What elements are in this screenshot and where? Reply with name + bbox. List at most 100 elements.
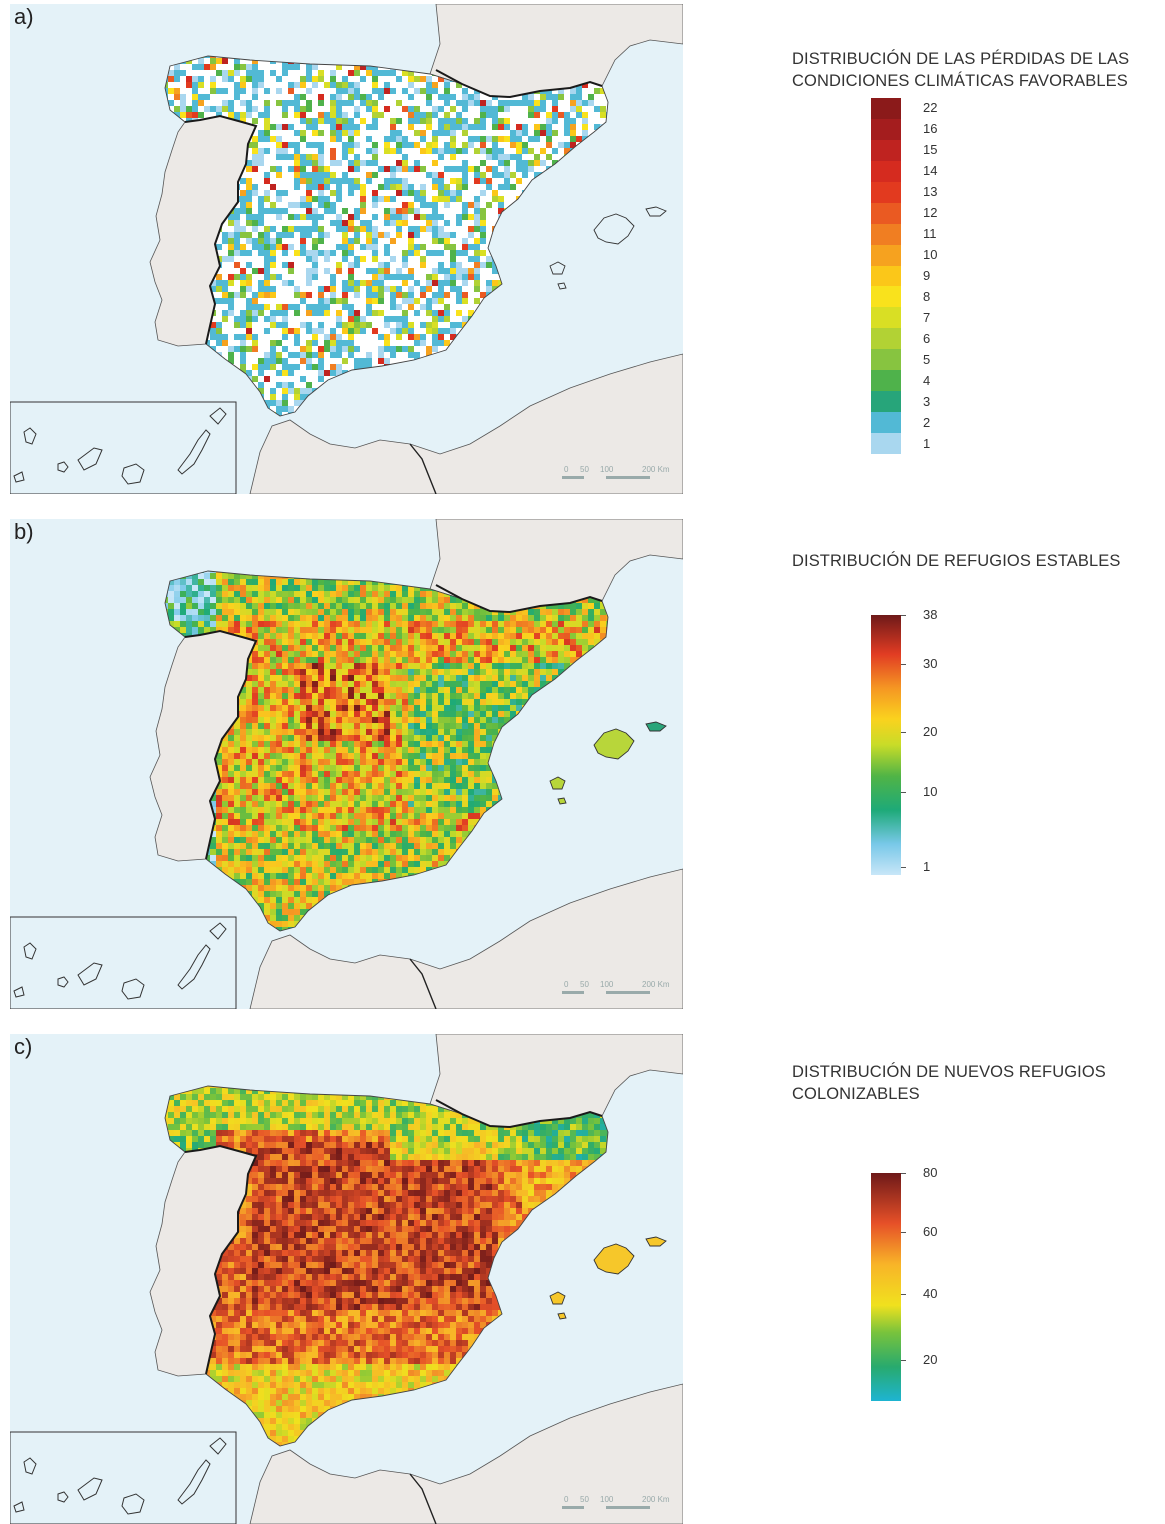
canary-island <box>23 427 37 445</box>
legend-tick-mark <box>901 791 906 793</box>
africa-land <box>249 868 683 1009</box>
legend-tick-mark <box>901 615 906 616</box>
legend-value-label: 16 <box>923 121 938 137</box>
portugal-border <box>184 1144 258 1375</box>
legend-value-label: 13 <box>923 184 938 200</box>
legend-value-label: 1 <box>923 435 931 451</box>
legend-swatch <box>871 433 901 455</box>
legend-tick-label: 30 <box>923 656 938 672</box>
legend-tick-mark <box>901 1359 906 1361</box>
portugal-border <box>184 629 258 860</box>
legend-gradient <box>871 1173 901 1401</box>
legend-swatch <box>871 139 901 162</box>
legend-swatch <box>871 391 901 413</box>
legend-swatch <box>871 202 901 225</box>
legend-value-label: 12 <box>923 205 938 221</box>
france-border <box>435 584 603 614</box>
canary-inset <box>10 1431 237 1524</box>
legend-value-label: 14 <box>923 163 938 179</box>
canary-inset <box>10 401 237 494</box>
legend-swatch <box>871 118 901 141</box>
legend-tick-label: 20 <box>923 1351 938 1367</box>
scale-label: 200 Km <box>642 1495 670 1504</box>
balearic-island <box>557 282 567 290</box>
legend-value-label: 5 <box>923 351 931 367</box>
balearic-island <box>645 721 667 732</box>
legend-title-c: DISTRIBUCIÓN DE NUEVOS REFUGIOS COLONIZA… <box>792 1061 1152 1105</box>
balearic-island <box>549 776 566 790</box>
canary-island <box>77 447 103 471</box>
legend-gradient <box>871 615 901 875</box>
legend-swatch <box>871 98 901 120</box>
legend-swatch <box>871 181 901 204</box>
legend-tick-label: 40 <box>923 1285 938 1301</box>
panel-letter-a: a) <box>14 4 34 29</box>
legend-value-label: 2 <box>923 414 931 430</box>
balearic-island <box>593 213 635 245</box>
panel-letter-c: c) <box>14 1034 33 1059</box>
legend-tick-mark <box>901 1173 906 1174</box>
legend-tick-mark <box>901 867 906 869</box>
france-border <box>435 1099 603 1129</box>
balearic-island <box>645 206 667 217</box>
legend-value-label: 11 <box>923 226 937 242</box>
legend-title-c-line-2: COLONIZABLES <box>792 1085 920 1103</box>
africa-land <box>249 353 683 494</box>
legend-value-label: 15 <box>923 142 938 158</box>
canary-island <box>57 1491 69 1503</box>
legend-tick-label: 38 <box>923 607 938 622</box>
legend-tick-label: 60 <box>923 1224 938 1240</box>
scale-label: 50 <box>580 465 589 474</box>
canary-island <box>57 461 69 473</box>
legend-swatch <box>871 328 901 350</box>
balearic-island <box>557 797 567 805</box>
legend-title-a: DISTRIBUCIÓN DE LAS PÉRDIDAS DE LAS COND… <box>792 48 1152 92</box>
africa-border <box>409 443 437 494</box>
legend-swatch <box>871 286 901 308</box>
scale-label: 0 <box>564 465 569 474</box>
canary-island <box>77 962 103 986</box>
legend-value-label: 4 <box>923 372 931 388</box>
legend-value-label: 10 <box>923 247 938 263</box>
legend-title-b: DISTRIBUCIÓN DE REFUGIOS ESTABLES <box>792 550 1152 572</box>
africa-border <box>409 1473 437 1524</box>
legend-tick-mark <box>901 664 906 666</box>
canary-island <box>121 1493 145 1515</box>
legend-value-label: 6 <box>923 330 931 346</box>
legend-tick-label: 80 <box>923 1165 938 1180</box>
canary-island <box>13 1501 25 1513</box>
scale-label: 200 Km <box>642 980 670 989</box>
scale-label: 50 <box>580 1495 589 1504</box>
legend-value-label: 7 <box>923 309 931 325</box>
legend-title-b-line-1: DISTRIBUCIÓN DE REFUGIOS ESTABLES <box>792 552 1121 570</box>
legend-tick-label: 1 <box>923 859 931 875</box>
legend-title-a-line-1: DISTRIBUCIÓN DE LAS PÉRDIDAS DE LAS <box>792 50 1130 68</box>
legend-swatch <box>871 412 901 434</box>
canary-island <box>209 407 227 425</box>
legend-swatch <box>871 307 901 329</box>
france-border <box>435 69 603 99</box>
canary-island <box>177 944 211 990</box>
legend-swatch <box>871 349 901 371</box>
scale-label: 100 <box>600 980 614 989</box>
balearic-island <box>645 1236 667 1247</box>
canary-island <box>209 1437 227 1455</box>
balearic-island <box>549 261 566 275</box>
legend-value-label: 8 <box>923 288 931 304</box>
scale-label: 0 <box>564 980 569 989</box>
legend-swatch <box>871 370 901 392</box>
legend-title-a-line-2: CONDICIONES CLIMÁTICAS FAVORABLES <box>792 72 1128 90</box>
legend-swatch <box>871 244 901 267</box>
canary-island <box>13 986 25 998</box>
canary-island <box>13 471 25 483</box>
legend-tick-mark <box>901 1232 906 1234</box>
